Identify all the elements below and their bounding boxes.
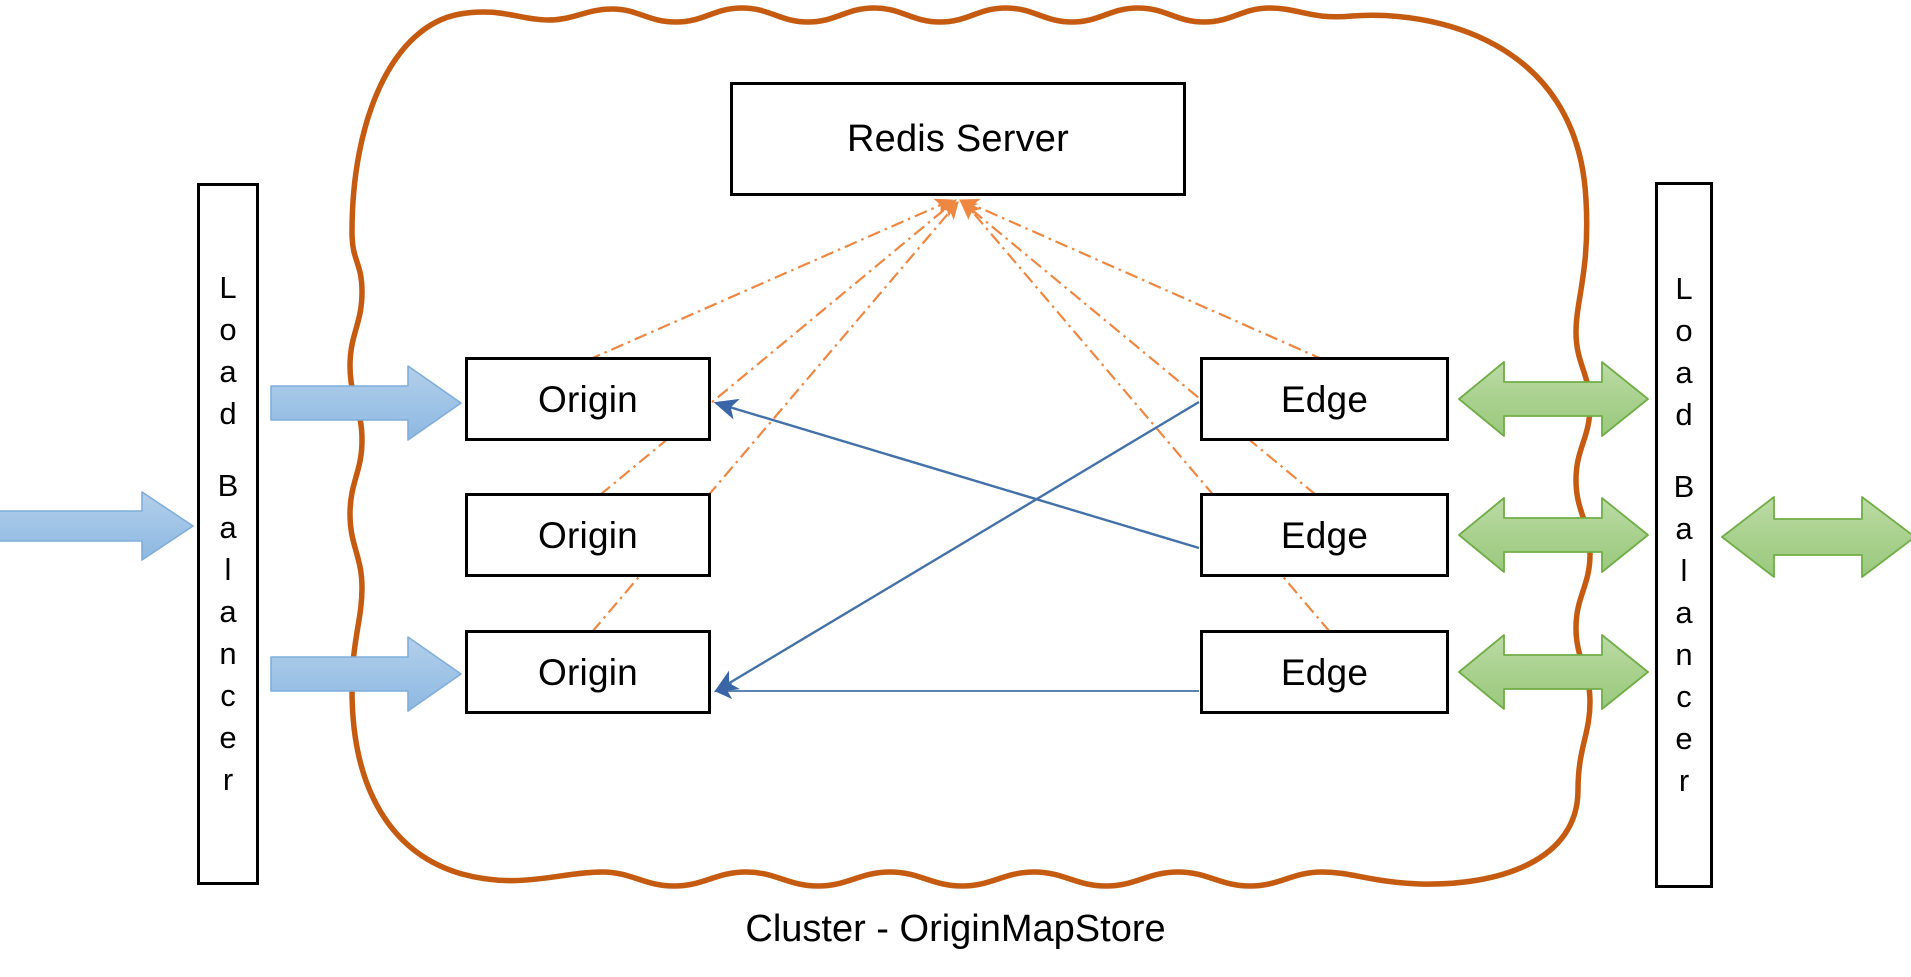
load-balancer-letter: l bbox=[1680, 553, 1688, 588]
edge-node-3-label: Edge bbox=[1280, 651, 1369, 693]
origin-node-1-label: Origin bbox=[538, 378, 638, 420]
load-balancer-letter: B bbox=[1673, 469, 1695, 504]
egress-arrow-edge-1 bbox=[1458, 361, 1649, 437]
load-balancer-letter: r bbox=[1678, 763, 1690, 798]
load-balancer-letter: n bbox=[219, 636, 237, 671]
load-balancer-letter: d bbox=[219, 396, 237, 431]
load-balancer-letter: L bbox=[1675, 271, 1693, 306]
cluster-caption: Cluster - OriginMapStore bbox=[745, 908, 1166, 950]
load-balancer-letter: a bbox=[1675, 511, 1693, 546]
ingress-arrow-origin-3 bbox=[270, 636, 462, 712]
origin-node-2[interactable]: Origin bbox=[465, 493, 711, 577]
load-balancer-letter: c bbox=[1676, 679, 1692, 714]
load-balancer-letter: o bbox=[1675, 313, 1693, 348]
edge-origin-connectors bbox=[713, 398, 1200, 700]
redis-link-origin-2 bbox=[599, 199, 957, 496]
load-balancer-letter: l bbox=[224, 552, 232, 587]
origin-node-1[interactable]: Origin bbox=[465, 357, 711, 441]
redis-link-edge-2 bbox=[959, 199, 1317, 496]
redis-server-node[interactable]: Redis Server bbox=[730, 82, 1186, 196]
connector-edge2-origin1 bbox=[713, 398, 1200, 550]
edge-node-2[interactable]: Edge bbox=[1200, 493, 1449, 577]
redis-link-origin-1 bbox=[587, 198, 954, 362]
load-balancer-letter: a bbox=[1675, 595, 1693, 630]
load-balancer-letter: B bbox=[217, 468, 239, 503]
origin-node-3[interactable]: Origin bbox=[465, 630, 711, 714]
load-balancer-letter: a bbox=[1675, 355, 1693, 390]
load-balancer-letter: a bbox=[219, 510, 237, 545]
load-balancer-letter: a bbox=[219, 594, 237, 629]
load-balancer-letter: n bbox=[1675, 637, 1693, 672]
edge-node-3[interactable]: Edge bbox=[1200, 630, 1449, 714]
load-balancer-letter: e bbox=[1675, 721, 1693, 756]
load-balancer-letter: d bbox=[1675, 397, 1693, 432]
origin-node-3-label: Origin bbox=[538, 651, 638, 693]
load-balancer-letter: e bbox=[219, 720, 237, 755]
load-balancer-letter: c bbox=[220, 678, 236, 713]
load-balancer-letter: a bbox=[219, 354, 237, 389]
connector-edge1-origin3 bbox=[713, 400, 1200, 693]
egress-arrow-external bbox=[1721, 496, 1911, 578]
redis-server-label: Redis Server bbox=[846, 118, 1070, 160]
egress-arrow-edge-3 bbox=[1458, 634, 1649, 710]
load-balancer-letter: o bbox=[219, 312, 237, 347]
edge-node-1[interactable]: Edge bbox=[1200, 357, 1449, 441]
edge-node-2-label: Edge bbox=[1280, 514, 1369, 556]
edge-node-1-label: Edge bbox=[1280, 378, 1369, 420]
ingress-arrow-origin-1 bbox=[270, 365, 462, 441]
redis-link-edge-1 bbox=[960, 198, 1325, 362]
load-balancer-letter: L bbox=[219, 270, 237, 305]
ingress-arrow-external bbox=[0, 491, 194, 561]
egress-arrow-edge-2 bbox=[1458, 497, 1649, 573]
load-balancer-letter: r bbox=[222, 762, 234, 797]
origin-node-2-label: Origin bbox=[538, 514, 638, 556]
